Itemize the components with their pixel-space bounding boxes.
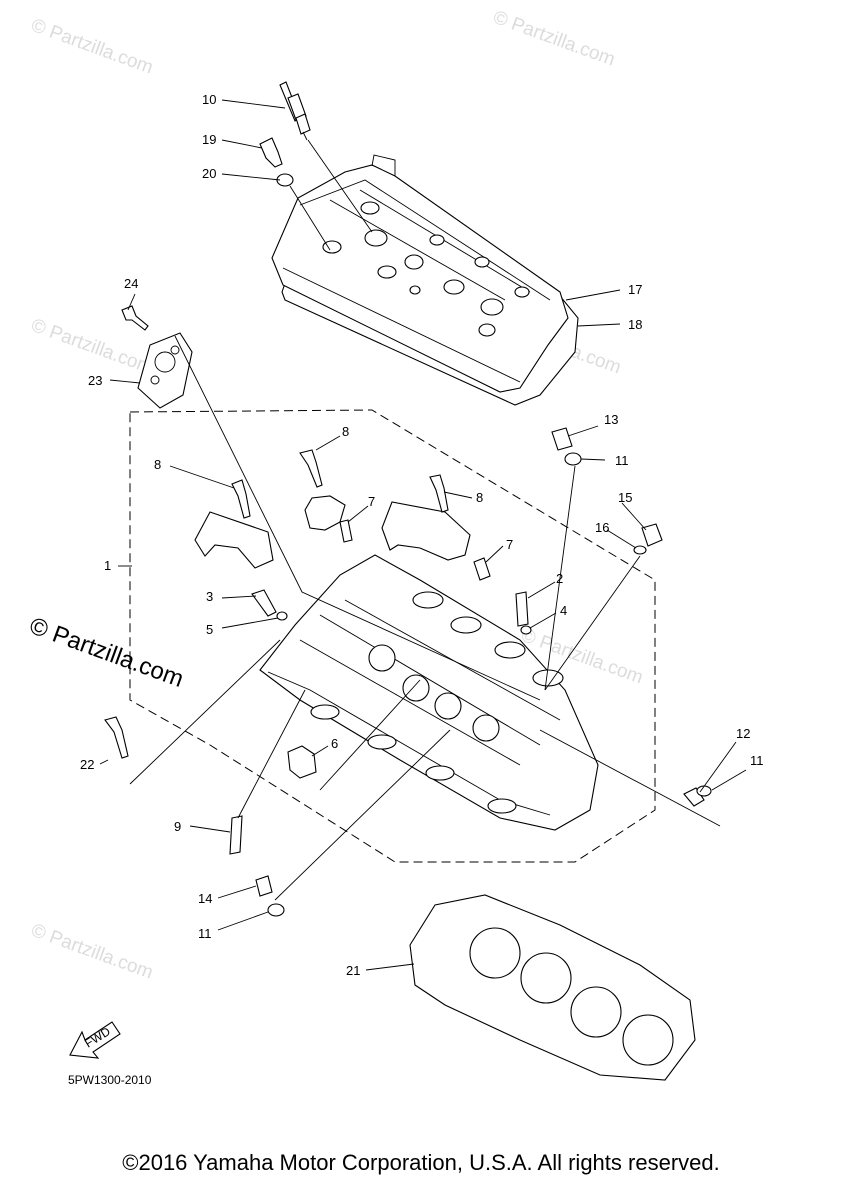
camshaft-cap [194, 511, 274, 569]
callout-14: 14 [198, 891, 212, 906]
spark-plug-holes [322, 201, 530, 337]
gasket [696, 785, 712, 797]
callouts: 10 19 20 17 18 24 23 8 8 8 7 7 13 11 15 … [80, 92, 764, 978]
callout-8: 8 [154, 457, 161, 472]
spark-plug [279, 81, 311, 141]
plate [137, 332, 193, 409]
bolt [299, 449, 323, 488]
bolt [231, 479, 251, 519]
callout-21: 21 [346, 963, 360, 978]
cylinder-head-assembly-boundary [129, 409, 656, 863]
o-ring [276, 611, 288, 621]
callout-8: 8 [476, 490, 483, 505]
callout-15: 15 [618, 490, 632, 505]
callout-18: 18 [628, 317, 642, 332]
callout-20: 20 [202, 166, 216, 181]
plug [255, 875, 273, 897]
dowel-pin [473, 557, 491, 581]
camshaft-cap [304, 495, 346, 531]
cylinder-head-gasket [409, 894, 696, 1081]
callout-11: 11 [750, 753, 764, 768]
stud-bolt [515, 591, 529, 627]
callout-6: 6 [331, 736, 338, 751]
watermark-text: © Partzilla.com [490, 7, 617, 71]
fwd-arrow: FWD [69, 1021, 121, 1059]
callout-9: 9 [174, 819, 181, 834]
head-cover-body [271, 164, 569, 393]
watermark-text: © Partzilla.com [28, 15, 155, 79]
callout-7: 7 [506, 537, 513, 552]
callout-19: 19 [202, 132, 216, 147]
callout-11: 11 [198, 926, 212, 941]
cylinder-head-cover [271, 154, 579, 406]
bolt [104, 716, 129, 759]
gasket [267, 903, 285, 917]
callout-17: 17 [628, 282, 642, 297]
callout-24: 24 [124, 276, 138, 291]
stud-bolt [251, 589, 277, 617]
watermark-text: © Partzilla.com [28, 315, 155, 379]
plug [287, 745, 317, 779]
callout-10: 10 [202, 92, 216, 107]
bolt [429, 474, 449, 513]
bolt [121, 305, 149, 331]
watermark-main: © Partzilla.com [26, 612, 187, 693]
callout-13: 13 [604, 412, 618, 427]
callout-22: 22 [80, 757, 94, 772]
watermark-text: © Partzilla.com [28, 920, 155, 984]
callout-4: 4 [560, 603, 567, 618]
dowel-pin [339, 519, 353, 543]
watermarks: © Partzilla.com © Partzilla.com © Partzi… [26, 7, 646, 984]
plug [551, 427, 573, 451]
gasket [564, 452, 582, 466]
callout-12: 12 [736, 726, 750, 741]
combustion-chambers [368, 644, 500, 742]
camshaft-cap [381, 501, 471, 561]
gasket [633, 545, 647, 555]
copyright-notice: ©2016 Yamaha Motor Corporation, U.S.A. A… [122, 1150, 719, 1175]
leader-lines [99, 99, 747, 971]
callout-2: 2 [556, 571, 563, 586]
o-ring [520, 625, 532, 635]
callout-1: 1 [104, 558, 111, 573]
callout-5: 5 [206, 622, 213, 637]
exhaust-ports [310, 704, 517, 814]
callout-16: 16 [595, 520, 609, 535]
callout-23: 23 [88, 373, 102, 388]
callout-3: 3 [206, 589, 213, 604]
callout-7: 7 [368, 494, 375, 509]
callout-11: 11 [615, 453, 629, 468]
stud-bolt [229, 815, 243, 855]
callout-8: 8 [342, 424, 349, 439]
drawing-code: 5PW1300-2010 [68, 1073, 152, 1087]
cap-bolt [259, 137, 283, 168]
bolt [641, 523, 663, 547]
